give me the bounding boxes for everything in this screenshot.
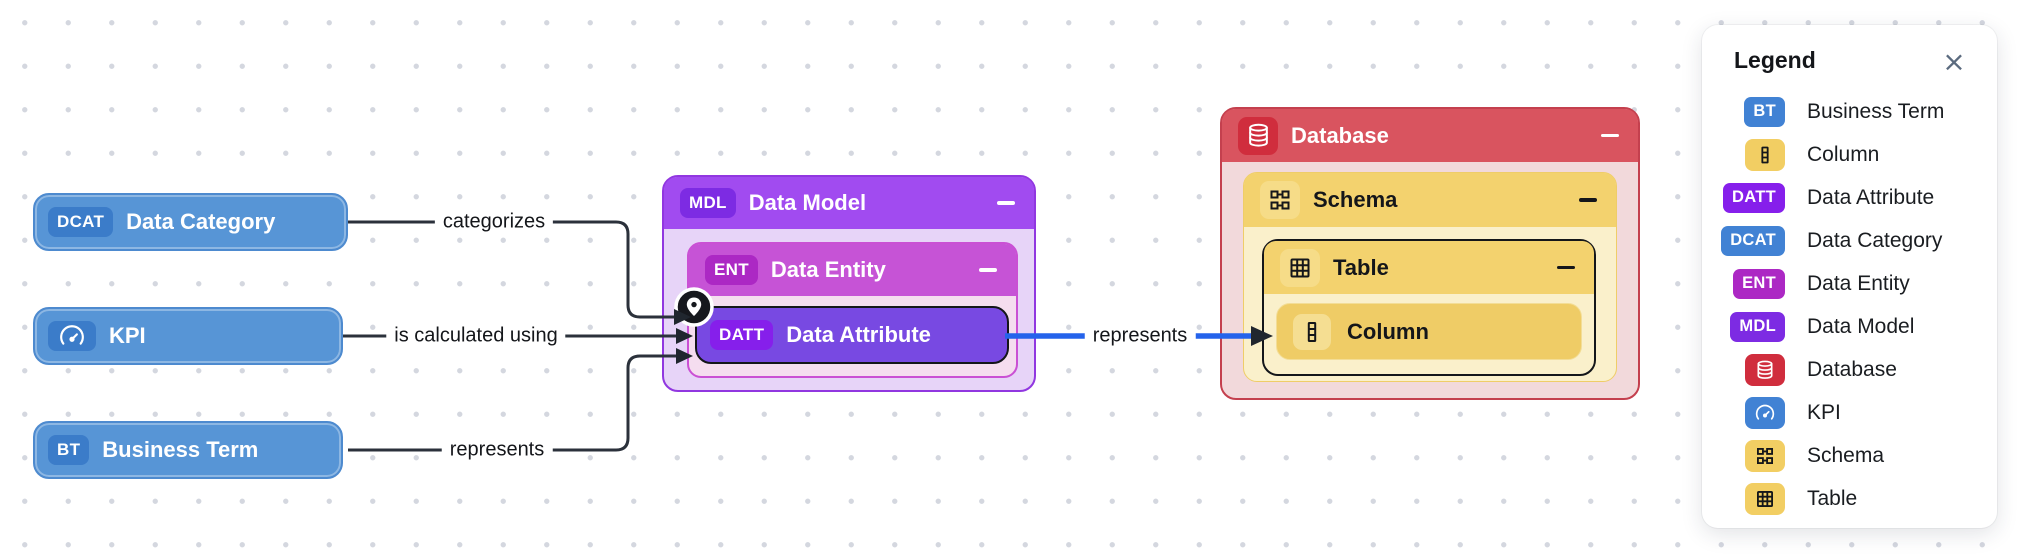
legend-panel: Legend × BT Business Term Column DATT Da… — [1702, 25, 1997, 528]
group-data-model[interactable]: MDL Data Model ENT Data Entity DATT Data… — [662, 175, 1036, 392]
data-entity-badge: ENT — [705, 255, 758, 285]
kpi-gauge-icon — [48, 321, 96, 351]
edge-label-is-calculated-using: is calculated using — [386, 323, 566, 349]
data-model-badge: MDL — [1730, 311, 1785, 342]
legend-item-data-category: DCAT Data Category — [1702, 219, 1997, 262]
business-term-badge: BT — [48, 435, 90, 465]
node-business-term[interactable]: BT Business Term — [33, 421, 343, 479]
group-schema[interactable]: Schema Table — [1243, 172, 1617, 382]
node-data-attribute[interactable]: DATT Data Attribute — [695, 306, 1009, 364]
column-title: Column — [1347, 318, 1429, 344]
data-category-badge: DCAT — [1721, 225, 1785, 256]
schema-header[interactable]: Schema — [1244, 173, 1616, 227]
schema-title: Schema — [1313, 187, 1398, 212]
data-model-title: Data Model — [748, 190, 867, 215]
legend-item-table: Table — [1702, 477, 1997, 520]
data-model-badge: MDL — [680, 188, 736, 218]
schema-icon — [1745, 439, 1785, 472]
minus-icon — [997, 201, 1015, 205]
database-icon — [1745, 353, 1785, 386]
group-table[interactable]: Table Column — [1262, 239, 1596, 376]
kpi-gauge-icon — [1745, 396, 1785, 429]
group-data-entity[interactable]: ENT Data Entity DATT Data Attribute — [687, 242, 1018, 378]
group-database[interactable]: Database Schema — [1220, 107, 1640, 400]
node-column[interactable]: Column — [1276, 303, 1582, 360]
legend-item-data-attribute: DATT Data Attribute — [1702, 176, 1997, 219]
data-entity-badge: ENT — [1733, 268, 1785, 299]
data-category-badge: DCAT — [48, 207, 114, 237]
data-model-header[interactable]: MDL Data Model — [664, 177, 1034, 229]
collapse-button[interactable] — [1576, 188, 1600, 212]
data-attribute-title: Data Attribute — [786, 322, 931, 347]
data-attribute-badge: DATT — [1723, 182, 1785, 213]
table-title: Table — [1333, 254, 1389, 280]
database-title: Database — [1291, 122, 1389, 148]
legend-item-database: Database — [1702, 348, 1997, 391]
edge-label-represents: represents — [441, 437, 553, 463]
node-label: KPI — [109, 323, 146, 348]
collapse-button[interactable] — [1554, 256, 1578, 280]
column-icon — [1745, 138, 1785, 171]
data-attribute-badge: DATT — [710, 320, 774, 350]
minus-icon — [1579, 198, 1597, 202]
legend-title: Legend — [1734, 47, 1816, 73]
node-label: Business Term — [102, 437, 259, 462]
legend-item-business-term: BT Business Term — [1702, 90, 1997, 133]
data-entity-header[interactable]: ENT Data Entity — [689, 244, 1016, 296]
minus-icon — [979, 268, 997, 272]
database-header[interactable]: Database — [1222, 109, 1638, 162]
collapse-button[interactable] — [976, 258, 1000, 282]
node-data-category[interactable]: DCAT Data Category — [33, 193, 348, 251]
edge-label-categorizes: categorizes — [434, 209, 554, 235]
legend-item-column: Column — [1702, 133, 1997, 176]
collapse-button[interactable] — [1598, 124, 1622, 148]
table-icon — [1745, 482, 1785, 515]
table-icon — [1280, 248, 1320, 287]
business-term-badge: BT — [1744, 96, 1785, 127]
schema-icon — [1260, 181, 1300, 219]
legend-item-kpi: KPI — [1702, 391, 1997, 434]
data-entity-title: Data Entity — [770, 257, 886, 282]
node-label: Data Category — [126, 209, 276, 234]
close-icon[interactable]: × — [1939, 47, 1969, 77]
column-icon — [1293, 313, 1331, 350]
minus-icon — [1601, 133, 1619, 138]
edge-label-represents-column: represents — [1084, 323, 1196, 349]
table-header[interactable]: Table — [1264, 241, 1594, 294]
legend-item-data-entity: ENT Data Entity — [1702, 262, 1997, 305]
database-icon — [1238, 116, 1278, 155]
collapse-button[interactable] — [994, 191, 1018, 215]
minus-icon — [1557, 265, 1575, 270]
node-kpi[interactable]: KPI — [33, 307, 343, 365]
legend-item-data-model: MDL Data Model — [1702, 305, 1997, 348]
legend-item-schema: Schema — [1702, 434, 1997, 477]
location-pin-icon — [672, 285, 716, 329]
